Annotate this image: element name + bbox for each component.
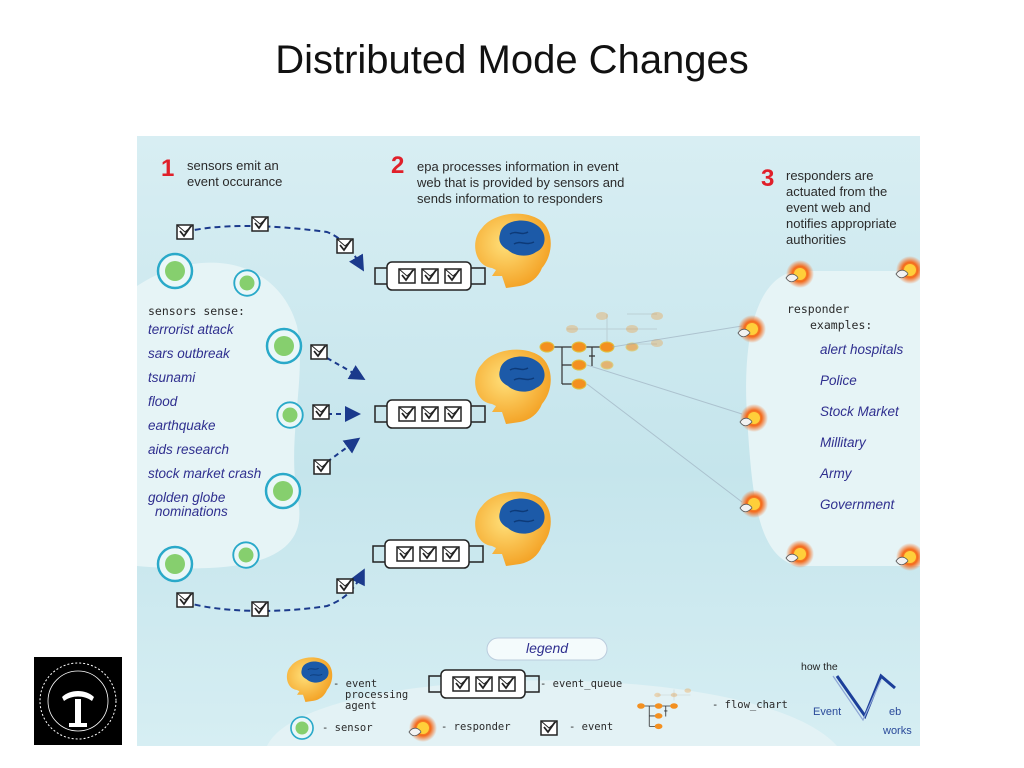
- responder-list-item: Stock Market: [820, 404, 899, 419]
- slide-title: Distributed Mode Changes: [275, 38, 749, 82]
- sensor-icon: [232, 541, 260, 569]
- step-2-text: epa processes information in event web t…: [417, 159, 624, 207]
- step-1-number: 1: [161, 155, 175, 182]
- responder-icon: [785, 259, 815, 289]
- step-1-text: sensors emit an event occurance: [187, 158, 282, 190]
- legend-title: legend: [525, 640, 569, 656]
- event-path: [326, 357, 366, 380]
- event-path: [184, 225, 365, 272]
- eventweb-logo-mark: [835, 673, 896, 720]
- responder-icon: [785, 539, 815, 569]
- event-path: [184, 568, 365, 612]
- legend-epa-line: processing: [345, 689, 409, 701]
- step-3-line: responders are: [786, 168, 874, 183]
- responder-list-item: Police: [820, 373, 857, 388]
- eventweb-logo-shadow: [832, 675, 882, 722]
- step-3-number: 3: [761, 165, 775, 192]
- seal-icon: [39, 662, 117, 740]
- legend-event-icon: [540, 720, 558, 736]
- event-icon: [176, 592, 194, 608]
- legend-sensor-icon: [290, 716, 314, 740]
- event-icon: [310, 344, 328, 360]
- brand-works: works: [883, 725, 912, 737]
- sensor-icon: [276, 401, 304, 429]
- sensor-list-item: flood: [148, 394, 178, 409]
- step-3-line: actuated from the: [786, 184, 888, 199]
- event-queue-icon: [375, 262, 485, 290]
- responder-region: [746, 271, 920, 566]
- step-3-line: authorities: [786, 232, 846, 247]
- responder-heading-line1: responder: [787, 302, 850, 316]
- event-icon: [336, 578, 354, 594]
- brand-how: how the: [801, 661, 838, 673]
- sensor-list-item: earthquake: [148, 418, 216, 433]
- step-1-line: event occurance: [187, 174, 283, 189]
- event-queue-icon: [375, 400, 485, 428]
- legend-responder-icon: [408, 713, 438, 743]
- legend-epa-label: - event processing agent: [333, 679, 408, 712]
- sensor-list-item: golden globe: [148, 490, 226, 505]
- sensor-icon: [233, 269, 261, 297]
- sensor-list-item: nominations: [155, 504, 228, 519]
- step-3-text: responders are actuated from the event w…: [786, 168, 897, 248]
- event-icon: [251, 601, 269, 617]
- legend-flow-chart-icon: [637, 688, 692, 730]
- sensor-list-item: stock market crash: [148, 466, 262, 481]
- legend-epa-icon: [286, 656, 333, 703]
- step-2-line: epa processes information in event: [417, 159, 619, 174]
- sensor-list-item: terrorist attack: [148, 322, 234, 337]
- sensor-list-item: aids research: [148, 442, 230, 457]
- step-3-line: event web and: [786, 200, 871, 215]
- responder-icon: [739, 403, 769, 433]
- legend-queue-label: - event_queue: [540, 678, 623, 690]
- step-2-line: web that is provided by sensors and: [417, 175, 625, 190]
- sensor-icon: [156, 252, 194, 290]
- sensor-icon: [265, 327, 303, 365]
- brand-event: Event: [813, 706, 842, 718]
- diagram-graphics: [137, 212, 920, 746]
- legend-flow-label: - flow_chart: [712, 699, 788, 711]
- legend-sensor-label: - sensor: [322, 722, 373, 734]
- sensor-region: [137, 262, 300, 569]
- brand-eb: eb: [889, 706, 902, 718]
- legend-epa-line: - event: [333, 678, 378, 690]
- responder-list-item: Millitary: [820, 435, 866, 450]
- responder-heading-line2: examples:: [810, 318, 873, 332]
- legend-event-label: - event: [569, 721, 614, 733]
- step-2-line: sends information to responders: [417, 191, 603, 206]
- legend-responder-label: - responder: [441, 721, 511, 733]
- event-icon: [313, 459, 331, 475]
- legend-queue-icon: [429, 670, 539, 698]
- event-icon: [176, 224, 194, 240]
- step-2-number: 2: [391, 152, 405, 179]
- event-icon: [336, 238, 354, 254]
- event-queue-icon: [373, 540, 483, 568]
- responder-list-item: alert hospitals: [820, 342, 904, 357]
- event-icon: [251, 216, 269, 232]
- legend-epa-line: agent: [345, 700, 377, 712]
- responder-list-item: Government: [820, 497, 895, 512]
- event-web-diagram: 1 sensors emit an event occurance 2 epa …: [137, 136, 920, 746]
- sensor-icon: [156, 545, 194, 583]
- responder-list-item: Army: [820, 466, 852, 481]
- legend-title-pill: [486, 637, 608, 661]
- sensor-list-item: sars outbreak: [148, 346, 230, 361]
- event-path: [326, 437, 361, 463]
- sensor-list-item: tsunami: [148, 370, 196, 385]
- event-processing-agent-icon: [474, 212, 552, 289]
- event-processing-agent-icon: [474, 490, 552, 567]
- event-icon: [312, 404, 330, 420]
- institution-logo: [34, 657, 122, 745]
- responder-icon: [739, 489, 769, 519]
- flow-chart-icon: [539, 312, 743, 503]
- sensor-icon: [264, 472, 302, 510]
- sensors-heading: sensors sense:: [148, 304, 245, 318]
- event-processing-agent-icon: [474, 348, 552, 425]
- step-3-line: notifies appropriate: [786, 216, 897, 231]
- step-1-line: sensors emit an: [187, 158, 279, 173]
- responder-icon: [737, 314, 767, 344]
